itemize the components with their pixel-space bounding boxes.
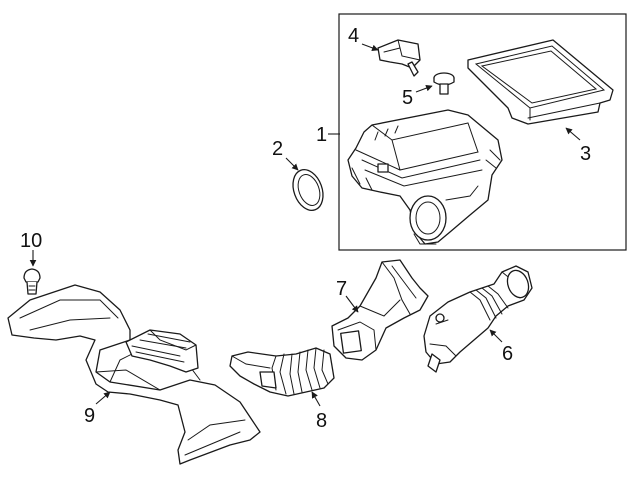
callout-2: 2 (272, 138, 283, 160)
callout-1: 1 (316, 124, 327, 146)
resonator-pipe-6 (423, 265, 533, 373)
callout-5: 5 (402, 87, 413, 109)
air-filter-element (467, 39, 614, 125)
seal-ring (292, 169, 324, 211)
callout-10: 10 (20, 230, 42, 252)
air-cleaner-housing (347, 109, 503, 245)
push-clip (23, 268, 41, 295)
air-duct-9 (7, 284, 261, 465)
callout-6: 6 (502, 343, 513, 365)
callout-8: 8 (316, 410, 327, 432)
callout-7: 7 (336, 278, 347, 300)
flexible-duct-8 (229, 347, 335, 397)
mass-airflow-sensor (377, 39, 421, 77)
callout-9: 9 (84, 405, 95, 427)
callout-3: 3 (580, 143, 591, 165)
leader-lines (29, 43, 581, 407)
assembly-box (338, 13, 627, 251)
callout-4: 4 (348, 25, 359, 47)
bolt-5 (433, 72, 455, 95)
intake-duct-7 (331, 259, 429, 361)
